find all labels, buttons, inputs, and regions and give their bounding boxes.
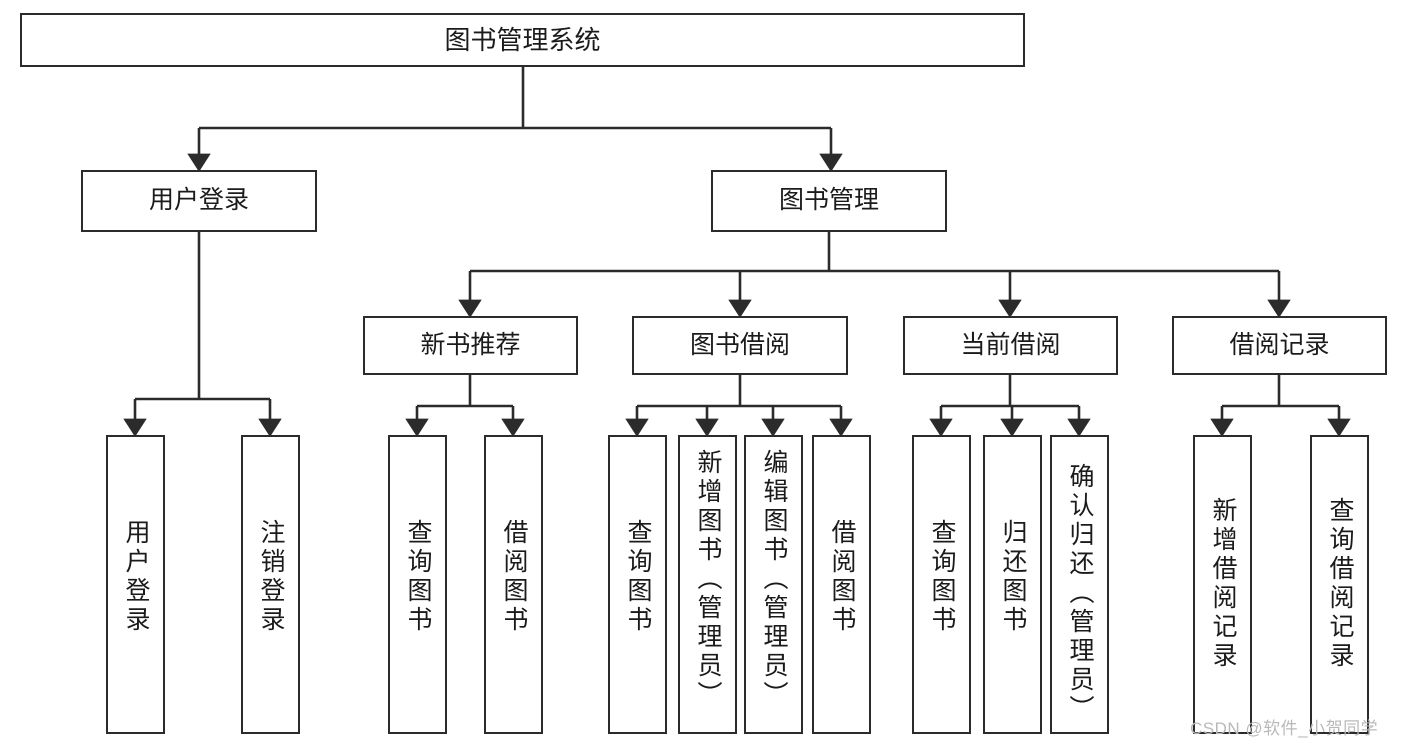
node-new-book-rec-label: 新书推荐: [420, 330, 521, 359]
node-leaf-return-book[interactable]: 归还图书: [983, 435, 1042, 734]
node-leaf-add-borrow-record[interactable]: 新增借阅记录: [1193, 435, 1252, 734]
node-leaf-return-book-label: 归还图书: [999, 519, 1027, 635]
node-leaf-query-book-3[interactable]: 查询图书: [912, 435, 971, 734]
node-leaf-borrow-book-1-label: 借阅图书: [500, 519, 528, 635]
node-leaf-borrow-book-2-label: 借阅图书: [828, 519, 856, 635]
watermark: CSDN @软件_小贺同学: [1190, 719, 1379, 738]
node-leaf-query-borrow-record-label: 查询借阅记录: [1326, 497, 1354, 671]
node-leaf-query-book-1[interactable]: 查询图书: [388, 435, 447, 734]
node-book-manage[interactable]: 图书管理: [711, 170, 947, 232]
node-leaf-query-book-3-label: 查询图书: [928, 519, 956, 635]
node-book-borrow-label: 图书借阅: [689, 330, 790, 359]
node-root[interactable]: 图书管理系统: [20, 13, 1025, 67]
node-new-book-rec[interactable]: 新书推荐: [363, 316, 578, 375]
node-user-login[interactable]: 用户登录: [81, 170, 317, 232]
node-user-login-label: 用户登录: [148, 186, 249, 215]
node-leaf-query-book-2-label: 查询图书: [624, 519, 652, 635]
node-borrow-record[interactable]: 借阅记录: [1172, 316, 1387, 375]
node-current-borrow-label: 当前借阅: [960, 330, 1061, 359]
node-leaf-user-login-label: 用户登录: [122, 519, 150, 635]
node-book-borrow[interactable]: 图书借阅: [632, 316, 848, 375]
node-leaf-confirm-return-admin-label: 确认归还（管理员）: [1066, 463, 1094, 724]
node-borrow-record-label: 借阅记录: [1229, 330, 1330, 359]
node-book-manage-label: 图书管理: [778, 186, 879, 215]
node-leaf-query-book-2[interactable]: 查询图书: [608, 435, 667, 734]
node-leaf-user-logout-label: 注销登录: [257, 519, 285, 635]
node-leaf-query-borrow-record[interactable]: 查询借阅记录: [1310, 435, 1369, 734]
node-root-label: 图书管理系统: [444, 24, 601, 55]
node-leaf-user-login[interactable]: 用户登录: [106, 435, 165, 734]
node-current-borrow[interactable]: 当前借阅: [903, 316, 1118, 375]
node-leaf-borrow-book-1[interactable]: 借阅图书: [484, 435, 543, 734]
node-leaf-confirm-return-admin[interactable]: 确认归还（管理员）: [1050, 435, 1109, 734]
node-leaf-user-logout[interactable]: 注销登录: [241, 435, 300, 734]
node-leaf-borrow-book-2[interactable]: 借阅图书: [812, 435, 871, 734]
node-leaf-edit-book-admin-label: 编辑图书（管理员）: [760, 449, 788, 710]
node-leaf-edit-book-admin[interactable]: 编辑图书（管理员）: [744, 435, 803, 734]
node-leaf-add-book-admin[interactable]: 新增图书（管理员）: [678, 435, 737, 734]
node-leaf-add-borrow-record-label: 新增借阅记录: [1209, 497, 1237, 671]
node-leaf-query-book-1-label: 查询图书: [404, 519, 432, 635]
node-leaf-add-book-admin-label: 新增图书（管理员）: [694, 449, 722, 710]
